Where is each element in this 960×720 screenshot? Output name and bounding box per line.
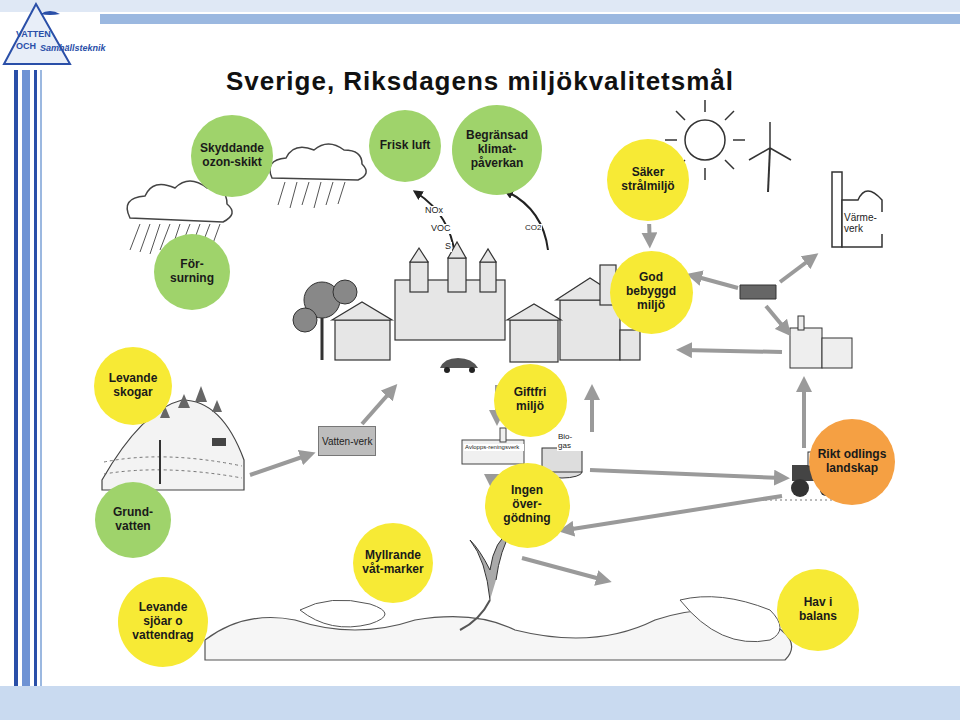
goal-circle: Frisk luft: [369, 110, 441, 182]
goal-circle: Rikt odlings landskap: [809, 419, 895, 505]
goal-label: Vatten-verk: [322, 436, 372, 447]
picture-label: Värme-verk: [843, 212, 883, 234]
goal-circle: För-surning: [154, 234, 230, 310]
picture-label: NOx: [424, 206, 444, 216]
goal-label: Levande skogar: [101, 372, 165, 400]
picture-label: CO2: [524, 224, 542, 233]
plant-box: Vatten-verk: [318, 426, 376, 456]
flow-arrow: [647, 224, 651, 241]
picture-label: Bio-gas: [557, 433, 583, 451]
goal-circle: Säker strålmiljö: [607, 139, 689, 221]
goal-circle: Ingen över-gödning: [485, 463, 570, 548]
goal-circle: God bebyggd miljö: [610, 251, 693, 334]
goal-circle: Giftfri miljö: [494, 364, 567, 437]
picture-label: Avlopps-reningsverk: [464, 444, 524, 451]
picture-label: VATTEN: [16, 30, 51, 40]
goal-circle: Begränsad klimat-påverkan: [452, 105, 542, 195]
goal-circle: Grund-vatten: [95, 482, 171, 558]
goal-label: God bebyggd miljö: [620, 271, 682, 312]
goal-circle: Levande sjöar o vattendrag: [118, 577, 208, 667]
goal-label: Rikt odlings landskap: [816, 448, 888, 476]
goal-label: Skyddande ozon-skikt: [198, 142, 266, 170]
goal-label: Myllrande våt-marker: [360, 549, 426, 577]
goal-label: Begränsad klimat-påverkan: [462, 129, 532, 170]
goal-label: Levande sjöar o vattendrag: [128, 601, 198, 642]
page-title: Sverige, Riksdagens miljökvalitetsmål: [0, 66, 960, 97]
goal-label: Grund-vatten: [102, 506, 164, 534]
goal-label: Frisk luft: [380, 139, 431, 153]
goal-label: Säker strålmiljö: [614, 166, 682, 194]
goal-circle: Myllrande våt-marker: [353, 523, 433, 603]
picture-label: S: [444, 242, 452, 252]
picture-label: VOC: [430, 224, 452, 234]
goal-circle: Levande skogar: [94, 347, 172, 425]
goal-circle: Skyddande ozon-skikt: [191, 115, 273, 197]
picture-label: OCH: [16, 42, 36, 52]
goal-label: Hav i balans: [784, 596, 852, 624]
picture-label: Samhällsteknik: [40, 44, 106, 54]
goal-label: Ingen över-gödning: [495, 484, 559, 525]
goal-label: För-surning: [161, 258, 223, 286]
goal-circle: Hav i balans: [777, 569, 859, 651]
goal-label: Giftfri miljö: [501, 386, 559, 414]
